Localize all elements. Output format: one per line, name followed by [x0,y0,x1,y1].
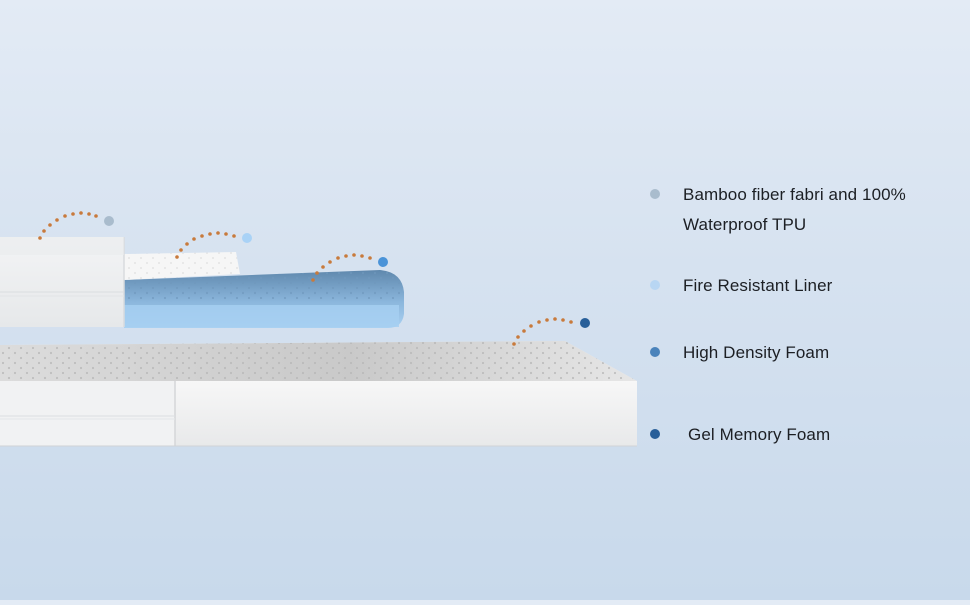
legend-item-liner: Fire Resistant Liner [650,274,832,301]
callout-dot-3 [378,257,388,267]
layer-legend: Bamboo fiber fabri and 100% Waterproof T… [650,0,970,600]
gel-foam-slab [124,270,404,328]
callout-dot-1 [104,216,114,226]
legend-label: High Density Foam [683,343,830,362]
callout-arc-3 [311,253,372,282]
callout-arcs [38,211,573,346]
callout-arc-4 [512,317,573,346]
base-mattress [0,341,637,447]
legend-dot-icon [650,280,660,290]
legend-dot-icon [650,347,660,357]
liner-sheet [124,252,240,280]
legend-item-gel-memory: Gel Memory Foam [650,423,830,450]
legend-dot-icon [650,189,660,199]
cover-block [0,237,125,327]
callout-arc-1 [38,211,98,240]
legend-item-cover: Bamboo fiber fabri and 100% Waterproof T… [650,183,953,240]
callout-dot-2 [242,233,252,243]
legend-item-high-density: High Density Foam [650,341,829,368]
legend-label: Bamboo fiber fabri and 100% Waterproof T… [683,185,906,234]
legend-label: Gel Memory Foam [688,425,831,444]
callout-arc-2 [175,231,236,259]
callout-dot-4 [580,318,590,328]
legend-label: Fire Resistant Liner [683,276,833,295]
legend-dot-icon [650,429,660,439]
